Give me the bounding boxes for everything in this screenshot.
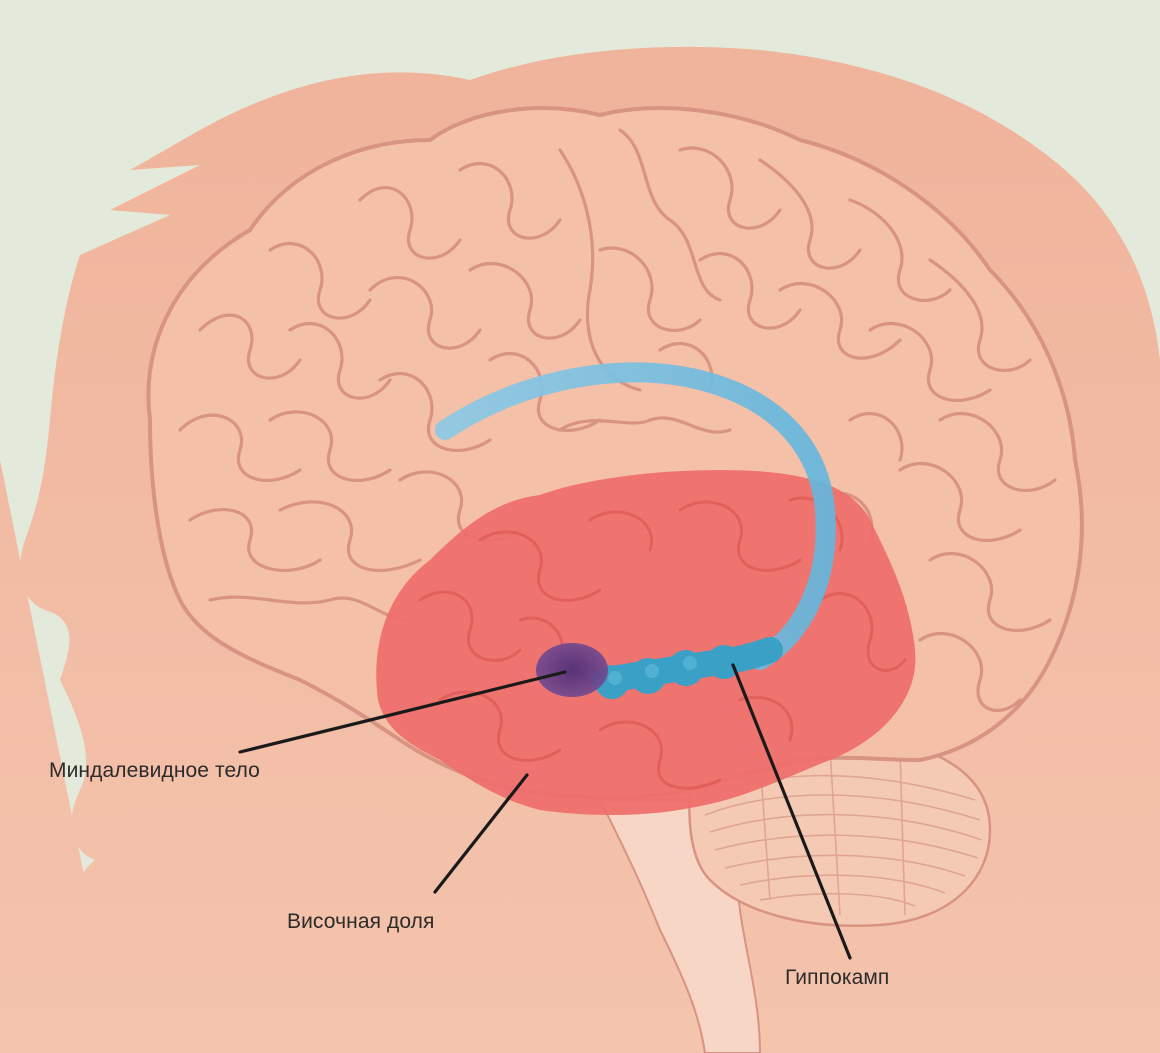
amygdala-shape <box>536 643 608 697</box>
temporal-lobe-label: Височная доля <box>287 910 435 934</box>
amygdala-label: Миндалевидное тело <box>49 759 260 783</box>
hippocampus-label: Гиппокамп <box>785 966 889 990</box>
